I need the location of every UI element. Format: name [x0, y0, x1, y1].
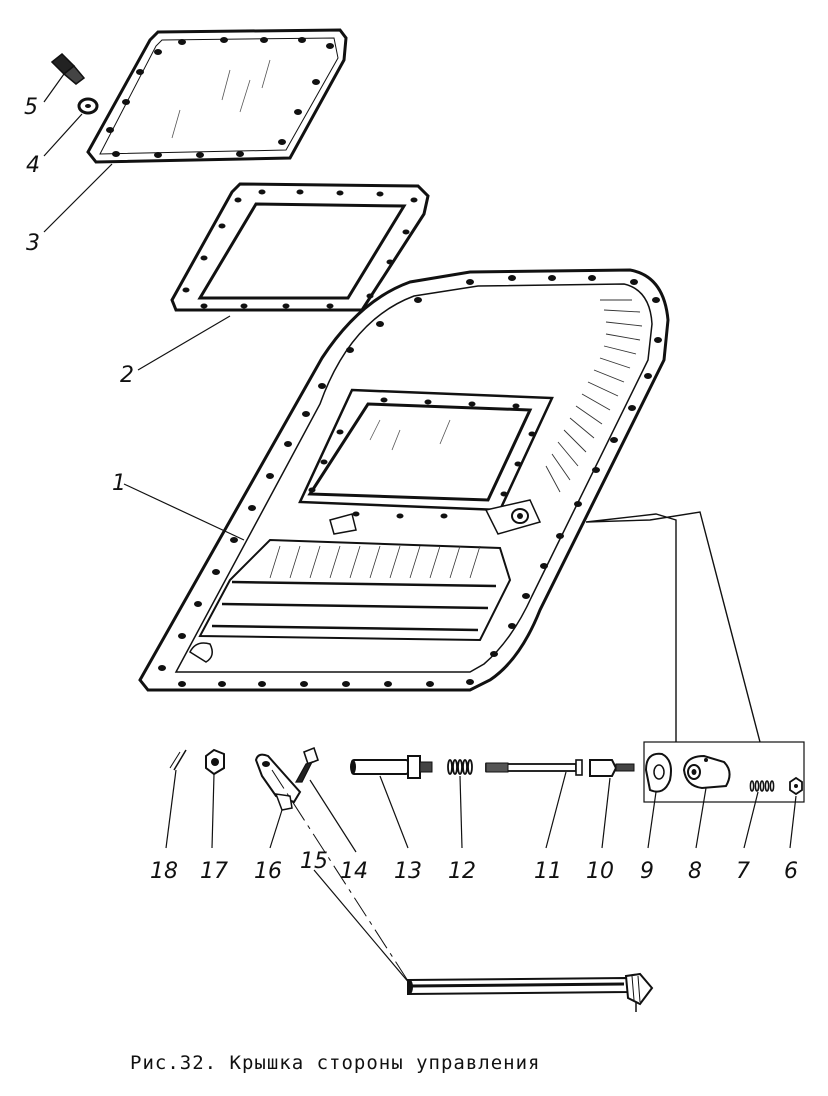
part-3-cover-plate [86, 28, 348, 164]
label-11: 11 [534, 859, 562, 884]
part-13-sleeve [350, 755, 433, 779]
label-10: 10 [586, 859, 614, 884]
label-1: 1 [112, 471, 126, 496]
assembly-axis-line [271, 769, 411, 985]
part-2-gasket [170, 182, 430, 312]
part-17-nut [205, 748, 225, 776]
label-16: 16 [254, 859, 282, 884]
part-1-housing-cover [138, 268, 670, 692]
leader-lines [43, 73, 797, 985]
label-18: 18 [150, 859, 178, 884]
figure-caption: Рис.32. Крышка стороны управления [130, 1052, 541, 1074]
part-9-flange-gasket [644, 752, 672, 793]
part-15-shaft [407, 972, 654, 1012]
label-3: 3 [26, 231, 40, 256]
label-12: 12 [448, 859, 476, 884]
label-7: 7 [736, 859, 750, 884]
label-17: 17 [200, 859, 228, 884]
part-14-bolt [294, 746, 319, 783]
label-5: 5 [24, 95, 38, 120]
assembly-pointer-bracket [585, 511, 805, 803]
part-10-plug [589, 759, 635, 777]
label-13: 13 [394, 859, 422, 884]
part-18-pin [169, 749, 187, 771]
label-4: 4 [26, 153, 40, 178]
part-11-rod [485, 759, 583, 776]
part-number-labels: 1 2 3 4 5 6 7 8 9 10 11 12 13 14 15 16 1… [24, 95, 798, 884]
part-5-bolt [50, 52, 86, 85]
label-6: 6 [784, 859, 798, 884]
label-15: 15 [300, 849, 328, 874]
part-8-flange-housing [682, 754, 731, 790]
part-6-ball [789, 776, 803, 796]
label-8: 8 [688, 859, 702, 884]
label-2: 2 [120, 363, 134, 388]
label-14: 14 [340, 859, 368, 884]
part-12-spring [447, 759, 473, 775]
part-4-washer [77, 97, 99, 115]
label-9: 9 [640, 859, 654, 884]
part-7-spring [749, 780, 775, 792]
part-16-lever [254, 753, 302, 811]
